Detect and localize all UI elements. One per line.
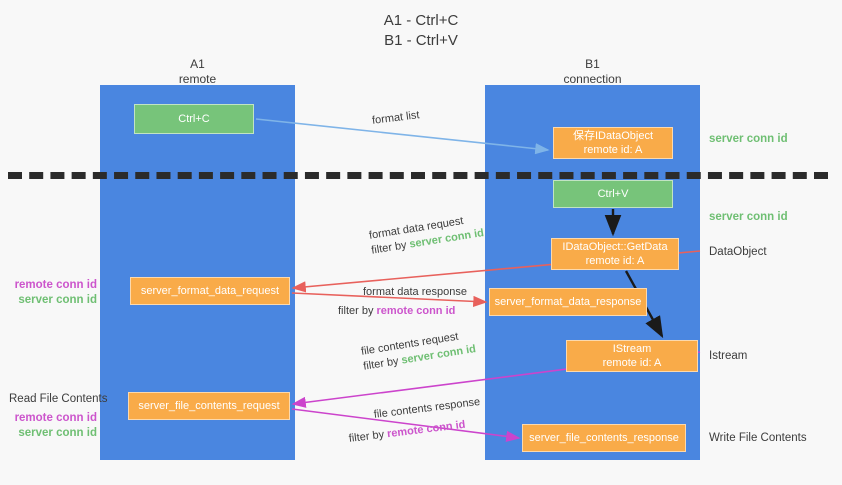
box-server-file-contents-request-label: server_file_contents_request: [138, 400, 280, 412]
title-line-1: A1 - Ctrl+C: [383, 12, 459, 29]
lane-b1-subtitle: connection: [563, 72, 622, 86]
box-ctrl-v-label: Ctrl+V: [597, 188, 629, 200]
box-ctrl-c[interactable]: Ctrl+C: [134, 104, 254, 134]
box-idataobject-getdata[interactable]: IDataObject::GetData remote id: A: [551, 238, 679, 270]
side-label-server-conn-id-lower: server conn id: [18, 427, 97, 439]
phase-divider: [8, 172, 828, 179]
side-label-read-file-contents: Read File Contents: [9, 393, 108, 405]
box-server-file-contents-response-label: server_file_contents_response: [529, 432, 679, 444]
side-label-istream: Istream: [709, 350, 748, 362]
side-label-remote-conn-id-upper: remote conn id: [14, 279, 97, 291]
edge-label-file-contents-request: file contents request filter by server c…: [360, 327, 477, 374]
edge-label-file-contents-response: file contents response: [373, 395, 481, 421]
box-server-format-data-response[interactable]: server_format_data_response: [489, 288, 647, 316]
title-line-2: B1 - Ctrl+V: [384, 32, 458, 49]
box-istream-line-2: remote id: A: [602, 357, 662, 369]
box-save-dataobject-line-2: remote id: A: [583, 144, 643, 156]
lane-header-a1: A1 remote: [125, 57, 270, 87]
box-server-format-data-response-label: server_format_data_response: [494, 296, 642, 308]
lane-b1-name: B1: [585, 57, 600, 71]
lane-a1-name: A1: [190, 57, 205, 71]
edge-label-file-contents-response-filter: filter by remote conn id: [348, 418, 466, 447]
side-label-conn-ids-lower: remote conn id server conn id: [9, 411, 97, 441]
page-title: A1 - Ctrl+C B1 - Ctrl+V: [0, 11, 842, 51]
box-getdata-line-2: remote id: A: [585, 255, 645, 267]
edge-label-format-data-response-filter: filter by remote conn id: [338, 304, 455, 319]
side-label-remote-conn-id-lower: remote conn id: [14, 412, 97, 424]
box-save-dataobject[interactable]: 保存IDataObject remote id: A: [553, 127, 673, 159]
edge-label-format-data-response: format data response: [363, 286, 467, 298]
edge-label-format-data-request: format data request filter by server con…: [368, 211, 485, 258]
lane-a1-subtitle: remote: [178, 72, 217, 86]
box-getdata-line-1: IDataObject::GetData: [562, 241, 668, 253]
box-server-format-data-request-label: server_format_data_request: [140, 285, 280, 297]
box-ctrl-c-label: Ctrl+C: [178, 113, 210, 125]
edge-label-format-list: format list: [371, 109, 421, 127]
side-label-server-conn-id-second: server conn id: [709, 211, 788, 223]
filter-prefix: filter by: [348, 428, 388, 445]
lane-header-b1: B1 connection: [520, 57, 665, 87]
side-label-write-file-contents: Write File Contents: [709, 432, 807, 444]
box-istream-line-1: IStream: [612, 343, 652, 355]
side-label-server-conn-id-upper: server conn id: [18, 294, 97, 306]
side-label-dataobject: DataObject: [709, 246, 767, 258]
side-label-conn-ids-upper: remote conn id server conn id: [9, 278, 97, 308]
box-server-file-contents-response[interactable]: server_file_contents_response: [522, 424, 686, 452]
filter-value-remote-conn-id: remote conn id: [386, 418, 467, 441]
box-server-file-contents-request[interactable]: server_file_contents_request: [128, 392, 290, 420]
box-save-dataobject-line-1: 保存IDataObject: [572, 130, 654, 142]
box-ctrl-v[interactable]: Ctrl+V: [553, 180, 673, 208]
box-server-format-data-request[interactable]: server_format_data_request: [130, 277, 290, 305]
filter-prefix: filter by: [338, 305, 377, 317]
side-label-server-conn-id-top: server conn id: [709, 133, 788, 145]
box-istream[interactable]: IStream remote id: A: [566, 340, 698, 372]
filter-value-remote-conn-id: remote conn id: [376, 305, 456, 317]
